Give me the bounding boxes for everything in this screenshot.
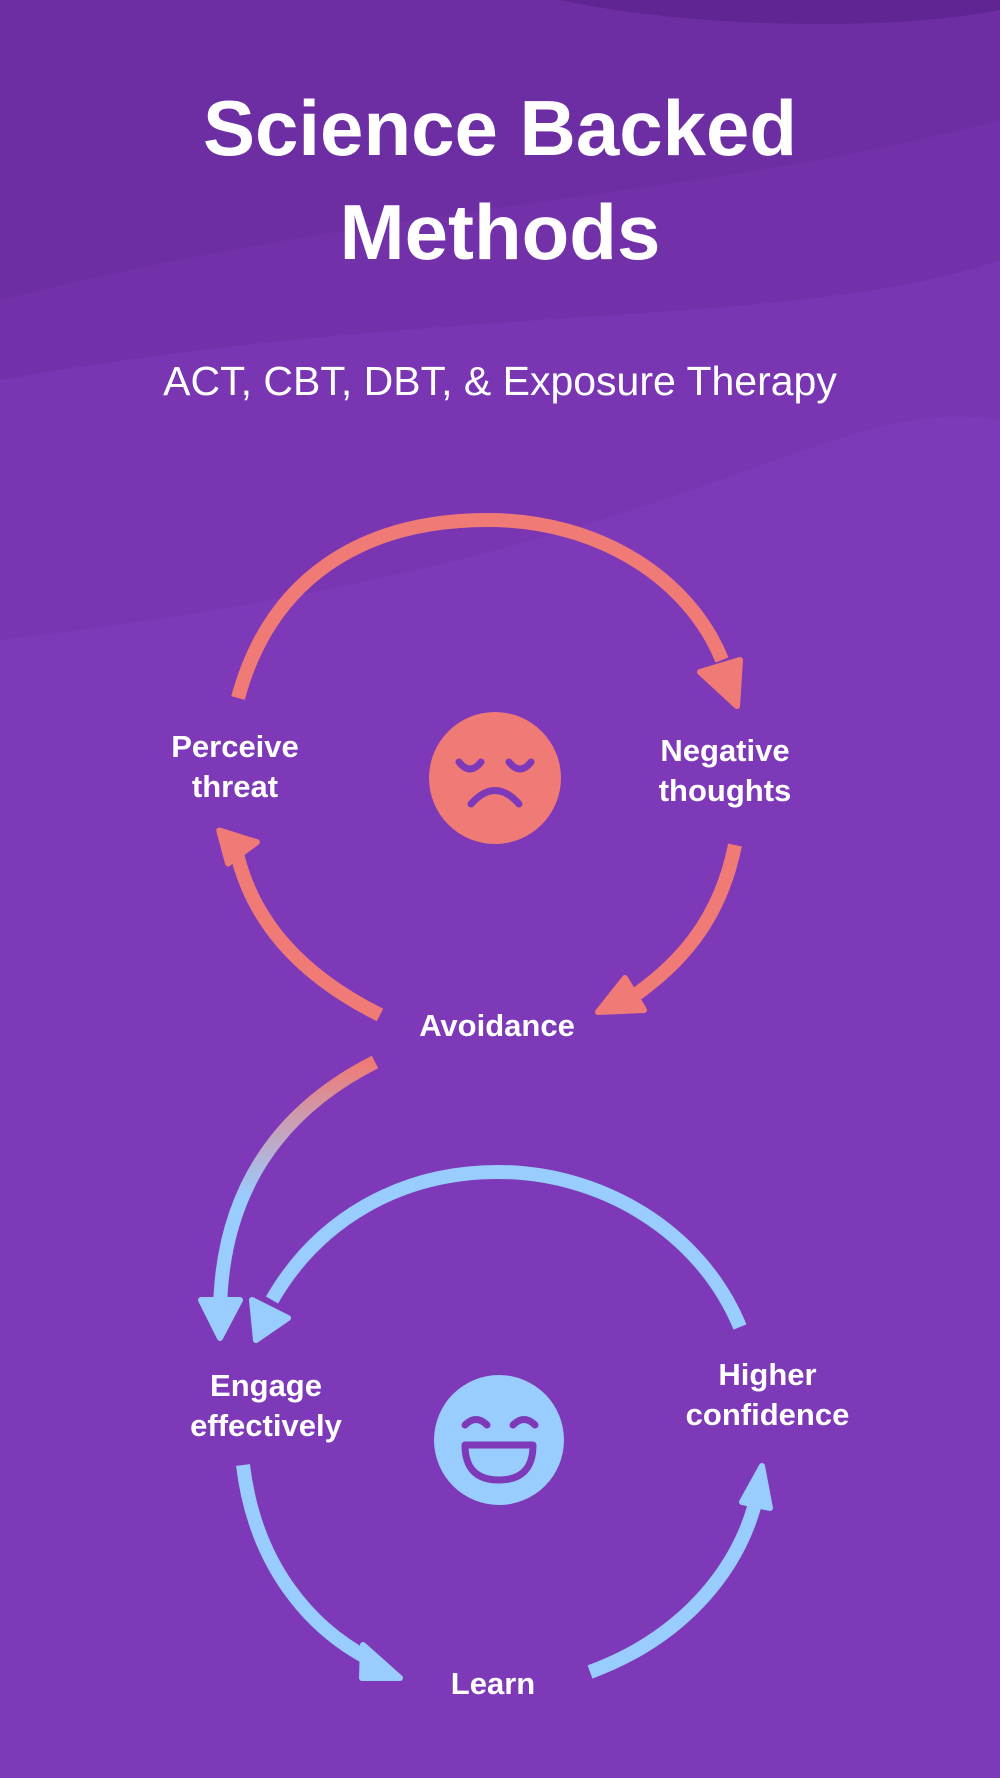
laughing-face-icon bbox=[434, 1375, 564, 1505]
title-line-2: Methods bbox=[339, 188, 661, 276]
node-label-line-1: Engage bbox=[210, 1368, 322, 1403]
positive-cycle-arrows bbox=[236, 1164, 773, 1681]
negative-cycle-arrows bbox=[216, 512, 743, 1022]
page-title: Science Backed Methods bbox=[0, 76, 1000, 284]
arrow-engage-to-learn bbox=[236, 1464, 379, 1669]
node-label-line-1: Avoidance bbox=[419, 1008, 575, 1043]
node-learn: Learn bbox=[393, 1664, 593, 1704]
node-negative-thoughts: Negative thoughts bbox=[625, 731, 825, 811]
arrowhead-confidence bbox=[739, 1463, 773, 1511]
node-higher-confidence: Higher confidence bbox=[655, 1355, 880, 1435]
arrow-avoidance-to-perceive bbox=[228, 843, 384, 1022]
node-label-line-2: threat bbox=[191, 769, 279, 804]
node-label-line-1: Negative bbox=[660, 733, 790, 768]
arrowhead-avoidance bbox=[595, 975, 647, 1015]
arrowhead-perceive bbox=[216, 827, 260, 867]
arrow-negative-to-avoidance bbox=[624, 843, 742, 1006]
arrowhead-learn bbox=[359, 1642, 403, 1681]
arrowhead-engage-transition bbox=[198, 1297, 243, 1341]
arrow-confidence-to-engage bbox=[265, 1164, 747, 1330]
arrowhead-engage bbox=[249, 1297, 291, 1343]
node-avoidance: Avoidance bbox=[397, 1006, 597, 1046]
arrow-learn-to-confidence bbox=[587, 1488, 765, 1679]
arrow-perceive-to-negative bbox=[231, 512, 729, 700]
title-line-1: Science Backed bbox=[202, 84, 798, 172]
node-label-line-2: thoughts bbox=[658, 773, 792, 808]
node-label-line-1: Higher bbox=[718, 1357, 817, 1392]
arrowhead-negative bbox=[697, 657, 743, 709]
node-label-line-1: Perceive bbox=[171, 729, 299, 764]
node-label-line-1: Learn bbox=[450, 1666, 536, 1701]
node-label-line-2: effectively bbox=[190, 1408, 342, 1443]
subtitle: ACT, CBT, DBT, & Exposure Therapy bbox=[163, 358, 837, 404]
arrow-avoidance-to-engage bbox=[213, 1055, 379, 1311]
sad-face-icon bbox=[429, 712, 561, 844]
node-label-line-2: confidence bbox=[685, 1397, 850, 1432]
node-engage-effectively: Engage effectively bbox=[160, 1366, 372, 1446]
node-perceive-threat: Perceive threat bbox=[140, 727, 330, 807]
